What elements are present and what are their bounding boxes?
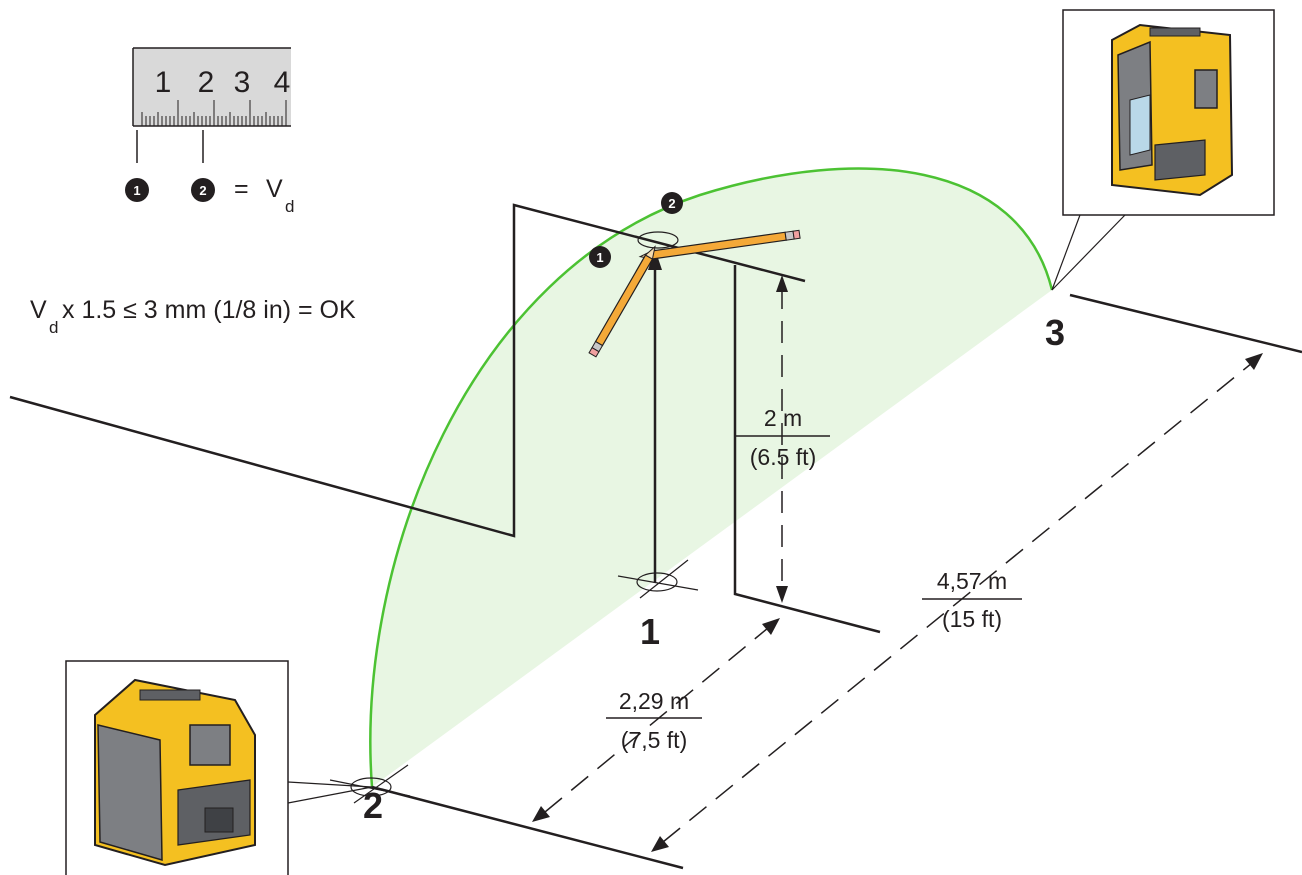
- pencil-marker-2: 2: [661, 192, 683, 214]
- formula-vd-base: V: [30, 296, 47, 324]
- formula-text: x 1.5 ≤ 3 mm (1/8 in) = OK: [62, 296, 356, 324]
- ruler-number-3: 3: [234, 66, 251, 99]
- ruler-icon: 1 2 3 4: [132, 47, 291, 163]
- dimension-full-distance: [651, 353, 1263, 852]
- fraction-bars: [606, 435, 1022, 719]
- laser-level-tool-icon: [1111, 23, 1234, 197]
- vertical-arrow: [648, 249, 662, 583]
- position-2-label: 2: [363, 785, 383, 826]
- position-3-label: 3: [1045, 312, 1065, 353]
- svg-text:2: 2: [199, 183, 206, 198]
- target-mark-wall: [637, 231, 679, 249]
- legend-vd-sub: d: [285, 197, 294, 216]
- legend-marker-1: 1: [125, 178, 149, 202]
- legend-vd-base: V: [266, 175, 283, 203]
- half-distance-meters-label: 2,29 m: [619, 688, 689, 714]
- dimension-height: [776, 275, 788, 603]
- target-mark-1: [617, 559, 699, 599]
- ruler-number-4: 4: [274, 66, 291, 99]
- half-distance-feet-label: (7,5 ft): [621, 727, 687, 753]
- target-mark-2: [329, 764, 411, 804]
- position-1-label: 1: [640, 611, 660, 652]
- pencil-marker-1: 1: [589, 246, 611, 268]
- full-distance-feet-label: (15 ft): [942, 606, 1002, 632]
- dimension-half-distance: [532, 618, 780, 822]
- svg-text:1: 1: [596, 250, 603, 265]
- ruler-number-2: 2: [198, 66, 215, 99]
- formula-vd-sub: d: [49, 318, 58, 337]
- legend-equals: =: [234, 175, 249, 203]
- svg-text:2: 2: [668, 196, 675, 211]
- laser-level-tool-icon: [94, 678, 256, 867]
- height-meters-label: 2 m: [764, 405, 802, 431]
- wall-outline: [9, 203, 1302, 870]
- full-distance-meters-label: 4,57 m: [937, 568, 1007, 594]
- height-feet-label: (6.5 ft): [750, 444, 816, 470]
- tool-callout-top: [1051, 9, 1275, 291]
- legend-marker-2: 2: [191, 178, 215, 202]
- laser-beam-fill: [370, 168, 1052, 787]
- tool-callout-bottom: [65, 660, 373, 875]
- svg-text:1: 1: [133, 183, 140, 198]
- ruler-number-1: 1: [155, 66, 172, 99]
- pencil-icon: [588, 245, 656, 358]
- laser-beam-arc: [369, 167, 1054, 788]
